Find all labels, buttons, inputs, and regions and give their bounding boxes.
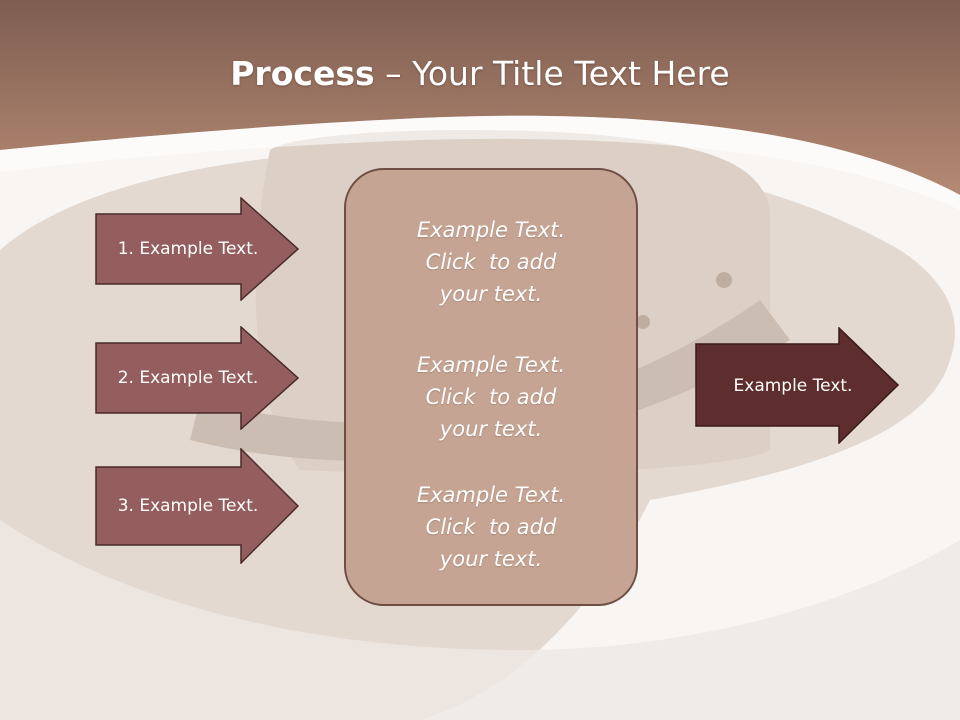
block-line: your text. — [439, 547, 543, 571]
result-arrow[interactable]: Example Text. — [695, 327, 899, 444]
block-line: Click to add — [425, 515, 557, 539]
block-line: your text. — [439, 417, 543, 441]
slide-title: Process – Your Title Text Here — [0, 50, 960, 98]
process-step-3-label: 3. Example Text. — [117, 496, 259, 516]
title-bold: Process — [230, 54, 375, 93]
process-step-2-label: 2. Example Text. — [117, 368, 259, 388]
block-line: Click to add — [425, 250, 557, 274]
process-step-2-arrow[interactable]: 2. Example Text. — [95, 326, 299, 430]
arrow-shape — [695, 327, 899, 444]
arrow-shape — [95, 326, 299, 430]
center-content-box[interactable]: Example Text. Click to add your text. Ex… — [344, 168, 638, 606]
block-line: your text. — [439, 282, 543, 306]
arrow-shape — [95, 448, 299, 564]
center-text-block-1: Example Text. Click to add your text. — [346, 214, 636, 310]
process-step-1-arrow[interactable]: 1. Example Text. — [95, 197, 299, 301]
block-line: Example Text. — [416, 218, 566, 242]
center-text-block-2: Example Text. Click to add your text. — [346, 349, 636, 445]
block-line: Example Text. — [416, 483, 566, 507]
title-rest: – Your Title Text Here — [374, 54, 730, 93]
arrow-shape — [95, 197, 299, 301]
process-step-3-arrow[interactable]: 3. Example Text. — [95, 448, 299, 564]
result-arrow-label: Example Text. — [733, 375, 853, 396]
process-step-1-label: 1. Example Text. — [117, 239, 259, 259]
center-text-block-3: Example Text. Click to add your text. — [346, 479, 636, 575]
block-line: Click to add — [425, 385, 557, 409]
block-line: Example Text. — [416, 353, 566, 377]
